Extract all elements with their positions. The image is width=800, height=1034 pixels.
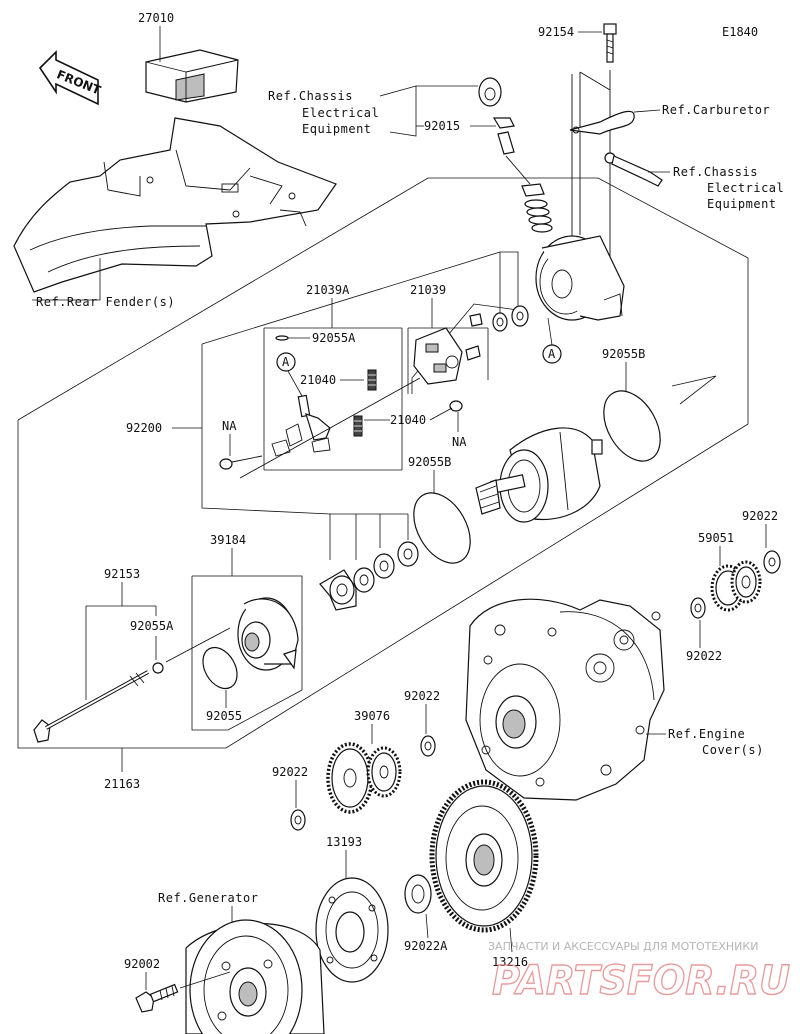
washer-92022a	[404, 874, 432, 914]
ref-engine-cover-l1: Ref.Engine	[668, 727, 745, 741]
ref-chassis-electrical-2-l2: Electrical	[707, 181, 784, 195]
label-92055a-top: 92055A	[312, 331, 356, 345]
starter-idle-gear-39076	[326, 742, 402, 814]
watermark-brand: PARTSFOR.RU	[492, 958, 790, 1004]
starter-motor-yoke	[475, 427, 603, 523]
screw-na-right	[429, 400, 463, 421]
label-92055: 92055	[206, 709, 242, 723]
starter-relay-27010	[145, 49, 239, 103]
engine-cover-reference	[465, 598, 665, 801]
nut-and-washer-stack	[521, 183, 553, 233]
terminal-bolt-21039a	[271, 394, 331, 457]
long-bolt-92153	[33, 670, 149, 743]
bolt-92002	[135, 983, 179, 1013]
label-39184: 39184	[210, 533, 246, 547]
label-39076: 39076	[354, 709, 390, 723]
label-92015: 92015	[424, 119, 460, 133]
label-21040-a: 21040	[300, 373, 336, 387]
washer-92022-a	[763, 550, 781, 574]
screw-na-left	[219, 455, 263, 470]
o-ring-92055a-low	[152, 662, 164, 674]
o-ring-92055	[202, 646, 238, 690]
terminal-post	[497, 131, 515, 155]
ref-chassis-electrical-1-l1: Ref.Chassis	[268, 89, 353, 103]
ref-chassis-electrical-1-l2: Electrical	[302, 106, 379, 120]
label-92022-d: 92022	[272, 765, 308, 779]
label-92022-c: 92022	[404, 689, 440, 703]
label-92153: 92153	[104, 567, 140, 581]
ref-chassis-electrical-1-l3: Equipment	[302, 122, 372, 136]
brush-holder-21039	[413, 313, 483, 385]
ref-generator: Ref.Generator	[158, 891, 258, 905]
ref-rear-fender: Ref.Rear Fender(s)	[36, 295, 175, 309]
watermark-tagline: ЗАПЧАСТИ И АКСЕССУАРЫ ДЛЯ МОТОТЕХНИКИ	[488, 940, 758, 953]
washer-92022-d	[290, 809, 306, 831]
terminal-carburetor-ref	[569, 110, 635, 135]
washer-92022-b	[690, 597, 706, 619]
marker-a-right: A	[548, 347, 556, 361]
ref-chassis-electrical-2-l1: Ref.Chassis	[673, 165, 758, 179]
brush-spring-b	[353, 415, 363, 437]
brush-spring-a	[367, 369, 377, 391]
rubber-cap	[478, 77, 502, 107]
one-way-clutch-13193	[315, 877, 389, 983]
washer-stack-mid	[319, 541, 419, 611]
label-92022-b: 92022	[686, 649, 722, 663]
label-92154: 92154	[538, 25, 574, 39]
marker-a-left: A	[282, 355, 290, 369]
label-21039: 21039	[410, 283, 446, 297]
label-na-left: NA	[222, 419, 237, 433]
label-92002: 92002	[124, 957, 160, 971]
label-21039a: 21039A	[306, 283, 350, 297]
label-59051: 59051	[698, 531, 734, 545]
label-92055b-top: 92055B	[602, 347, 645, 361]
label-na-right: NA	[452, 435, 467, 449]
bolt-92154	[603, 23, 617, 63]
rear-fender-reference	[13, 117, 337, 293]
label-92055a-low: 92055A	[130, 619, 174, 633]
label-92200: 92200	[126, 421, 162, 435]
label-21040-b: 21040	[390, 413, 426, 427]
label-92022a: 92022A	[404, 939, 448, 953]
generator-rotor-reference	[185, 919, 325, 1034]
label-21163: 21163	[104, 777, 140, 791]
label-13193: 13193	[326, 835, 362, 849]
label-92022-a: 92022	[742, 509, 778, 523]
terminal-chassis-ref-2	[604, 152, 663, 187]
washer-92022-c	[420, 735, 436, 757]
front-direction-arrow: FRONT	[38, 50, 103, 106]
idle-gear-59051	[710, 560, 762, 612]
label-27010: 27010	[138, 11, 174, 25]
label-92055b-mid: 92055B	[408, 455, 451, 469]
starter-end-cover	[535, 235, 625, 321]
ref-carburetor: Ref.Carburetor	[662, 103, 770, 117]
o-ring-92055b-top	[603, 390, 661, 462]
o-ring-92055b-mid	[413, 492, 471, 564]
starter-front-cover-39184	[237, 597, 299, 671]
diagram-code: E1840	[722, 25, 758, 39]
ref-engine-cover-l2: Cover(s)	[702, 743, 764, 757]
label-13216: 13216	[492, 955, 528, 969]
ref-chassis-electrical-2-l3: Equipment	[707, 197, 777, 211]
starter-gear-13216	[429, 779, 539, 933]
